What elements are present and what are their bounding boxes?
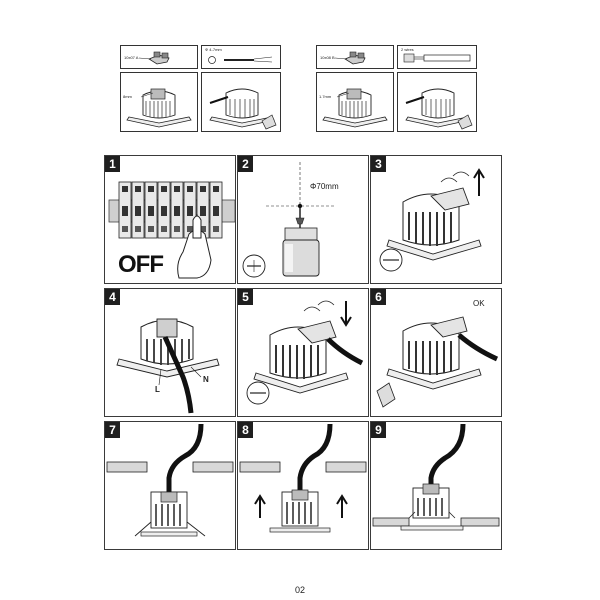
terminal-block-diagram: 10x07 A	[120, 45, 198, 69]
fixture-wiring-diagram: 1.7mm	[316, 72, 394, 132]
step-3-panel: 3	[370, 155, 502, 284]
open-cover-illustration	[379, 168, 485, 272]
step-number: 6	[371, 289, 386, 305]
ceiling-insert-illustration	[106, 423, 234, 537]
hole-diameter-label: Φ70mm	[310, 182, 339, 191]
cable-label: 2 wires	[401, 47, 414, 52]
wiring-diagram-group-b: 10x08 B 2 wires 1.7mm	[316, 45, 477, 132]
fixture-wiring-diagram: 8mm	[120, 72, 198, 132]
off-label: OFF	[118, 251, 164, 278]
wiring-connection-illustration	[116, 318, 220, 414]
fixture-cable-diagram	[397, 72, 477, 132]
drill-hole-illustration	[242, 162, 334, 278]
closed-fixture-illustration	[376, 316, 499, 408]
step-7-panel: 7	[104, 421, 236, 550]
side-label: 8mm	[123, 94, 132, 99]
step-number: 1	[105, 156, 120, 172]
step-9-panel: 9	[370, 421, 502, 550]
step-number: 7	[105, 422, 120, 438]
wire-label: 10x08 B	[320, 55, 335, 60]
breaker-panel-illustration	[108, 181, 235, 279]
step-number: 8	[238, 422, 253, 438]
step-number: 3	[371, 156, 386, 172]
neutral-wire-label: N	[203, 375, 209, 384]
push-into-ceiling-illustration	[239, 423, 367, 533]
step-number: 9	[371, 422, 386, 438]
step-8-panel: 8	[237, 421, 369, 550]
step-4-panel: 4 L N	[104, 288, 236, 417]
fixture-cable-diagram	[201, 72, 281, 132]
ok-label: OK	[473, 299, 485, 308]
close-cover-illustration	[246, 300, 364, 405]
step-number: 2	[238, 156, 253, 172]
wire-label: 10x07 A	[124, 55, 139, 60]
step-2-panel: 2 Φ70mm	[237, 155, 369, 284]
step-1-panel: 1 OFF	[104, 155, 236, 284]
page-number: 02	[294, 585, 305, 595]
step-6-panel: 6 OK	[370, 288, 502, 417]
terminal-block-diagram: 10x08 B	[316, 45, 394, 69]
side-label: 1.7mm	[319, 94, 332, 99]
step-number: 4	[105, 289, 120, 305]
wiring-diagram-group-a: 10x07 A Φ 4-7mm 8mm	[120, 45, 281, 132]
cable-label: Φ 4-7mm	[205, 47, 222, 52]
cable-diagram: Φ 4-7mm	[201, 45, 281, 69]
installed-fixture-illustration	[372, 423, 500, 531]
step-5-panel: 5	[237, 288, 369, 417]
cable-diagram: 2 wires	[397, 45, 477, 69]
step-number: 5	[238, 289, 253, 305]
live-wire-label: L	[155, 385, 160, 394]
